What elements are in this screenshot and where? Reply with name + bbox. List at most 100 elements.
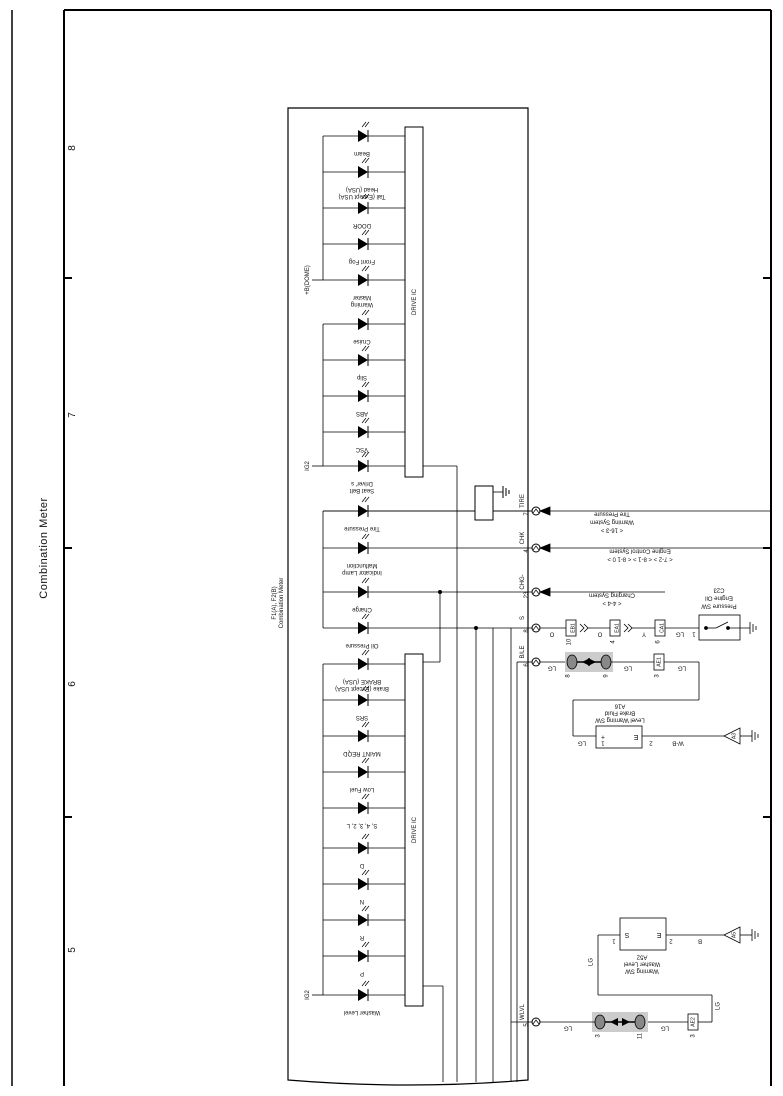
led-icon — [358, 622, 368, 634]
connector-3c-pin: 3 — [691, 1034, 697, 1038]
washer-arrow-right — [622, 1018, 630, 1026]
tire-pressure-module — [323, 485, 533, 521]
connector-8-pin: 8 — [566, 674, 572, 678]
oil-sw-line2: Pressure SW — [701, 602, 737, 608]
connector-3-pin: 3 — [655, 674, 661, 678]
lamp-label: Malfunction — [347, 562, 378, 568]
drive-ic-top — [404, 126, 424, 478]
pin-signal-label: CHG- — [520, 574, 526, 589]
wire-color-lg6: LG — [589, 958, 595, 966]
washer-sw-line1: Washer Level — [624, 960, 660, 966]
indicator-lamp: R — [323, 905, 405, 940]
brake-arrow-right — [588, 658, 596, 666]
washer-sw-line2: Warning SW — [625, 967, 659, 973]
pin-signal-label: B/LE — [520, 645, 526, 658]
pin-number-label: 7 — [524, 512, 530, 516]
connector-pin: CHG-23 — [520, 574, 541, 598]
engine-ref-line2: < 7-2 > < 8-1 > < 8-1 0 > — [607, 555, 673, 561]
grid-number-8: 8 — [67, 145, 78, 151]
brake-sw-pin-plus: 1 — [601, 739, 605, 745]
indicator-lamp: SRS — [323, 685, 405, 720]
pin-number-label: 6 — [524, 663, 530, 667]
led-icon — [358, 989, 368, 1001]
lamp-label: Driver' s — [351, 480, 373, 486]
brake-sw-line1: Brake Fluid — [605, 709, 635, 715]
pin-number-label: 5 — [524, 1023, 530, 1027]
indicator-lamp: Beam — [323, 121, 405, 156]
connector-3b-pin: 3 — [596, 1034, 602, 1038]
led-icon — [358, 318, 368, 330]
connector-6-pin: 6 — [656, 640, 662, 644]
lamp-label: Oil Pressure — [345, 642, 379, 648]
wire-color-lg5: LG — [578, 739, 586, 745]
connector-10-pin: 10 — [567, 638, 573, 645]
indicator-lamp: Oil Pressure — [323, 613, 405, 648]
junction-dots — [438, 590, 478, 630]
lamp-label: Charge — [352, 606, 372, 612]
grid-number-7: 7 — [67, 412, 78, 418]
led-icon — [358, 166, 368, 178]
meter-connector-label: F1(A), F2(B) — [272, 586, 278, 619]
indicator-lamp: Cruise — [323, 309, 405, 344]
indicator-lamp: D — [323, 833, 405, 868]
lamp-label-2: Indicator Lamp — [342, 569, 382, 575]
wire-color-y: Y — [642, 630, 646, 636]
indicator-lamp: P — [323, 941, 405, 976]
pin-signal-label: TIRE — [520, 494, 526, 508]
indicator-lamp: N — [323, 869, 405, 904]
grid-number-5: 5 — [67, 947, 78, 953]
power-label: +B(DOME) — [305, 265, 311, 295]
tire-ref-line2: Warning System — [590, 518, 634, 524]
lamp-label: ABS — [356, 410, 368, 416]
lamp-label: BRAKE (USA) — [343, 678, 381, 684]
wire-color-lg3: LG — [624, 664, 632, 670]
grid-number-6: 6 — [67, 681, 78, 687]
lamp-label: N — [360, 898, 364, 904]
charging-ref-line1: Charging System — [589, 591, 635, 597]
ground-a5 — [723, 926, 759, 944]
lamp-label: Washer Level — [344, 1009, 380, 1015]
washer-level-circuit — [540, 917, 724, 1032]
lamp-label: VSC — [355, 446, 368, 452]
wire-color-wb: W-B — [672, 739, 684, 745]
brake-sw-pin-e: 2 — [649, 739, 653, 745]
pin-signal-label: CHK — [520, 532, 526, 545]
meter-box — [287, 107, 529, 1086]
brake-sw-id: A16 — [614, 702, 625, 708]
indicator-lamp: S, 4, 3, 2, L — [323, 793, 405, 828]
lamp-label-2: Tail (Except USA) — [338, 193, 385, 199]
led-icon — [358, 730, 368, 742]
led-icon — [358, 878, 368, 890]
led-icon — [358, 390, 368, 402]
led-icon — [358, 950, 368, 962]
led-icon — [358, 426, 368, 438]
pin-number-label: 8 — [524, 629, 530, 633]
indicator-lamp: BRAKE (USA)Brake (Except USA) — [323, 649, 405, 691]
drive-ic-bottom — [404, 653, 424, 1007]
lamp-label: Master — [353, 294, 371, 300]
drive-ic-top-label: DRIVE IC — [412, 288, 418, 315]
connector-3-label: AE1 — [656, 657, 662, 667]
led-icon — [358, 586, 368, 598]
connector-11-pin: 11 — [638, 1032, 644, 1039]
indicator-lamp: Low Fuel — [323, 757, 405, 792]
wire-color-lg2: LG — [548, 664, 556, 670]
lamp-label: P — [360, 970, 364, 976]
led-icon — [358, 542, 368, 554]
connector-9-pin: 9 — [604, 674, 610, 678]
lamp-label: SRS — [356, 714, 368, 720]
lamp-label: DOOR — [352, 222, 371, 228]
indicator-lamp: MAINT REQD — [323, 721, 405, 756]
wire-color-lg1: LG — [676, 630, 684, 636]
indicator-lamp: Washer Level — [323, 980, 405, 1015]
led-icon — [358, 658, 368, 670]
led-icon — [358, 766, 368, 778]
brake-sw-e: E — [633, 733, 638, 740]
lamp-label: Tire Pressure — [343, 525, 379, 531]
